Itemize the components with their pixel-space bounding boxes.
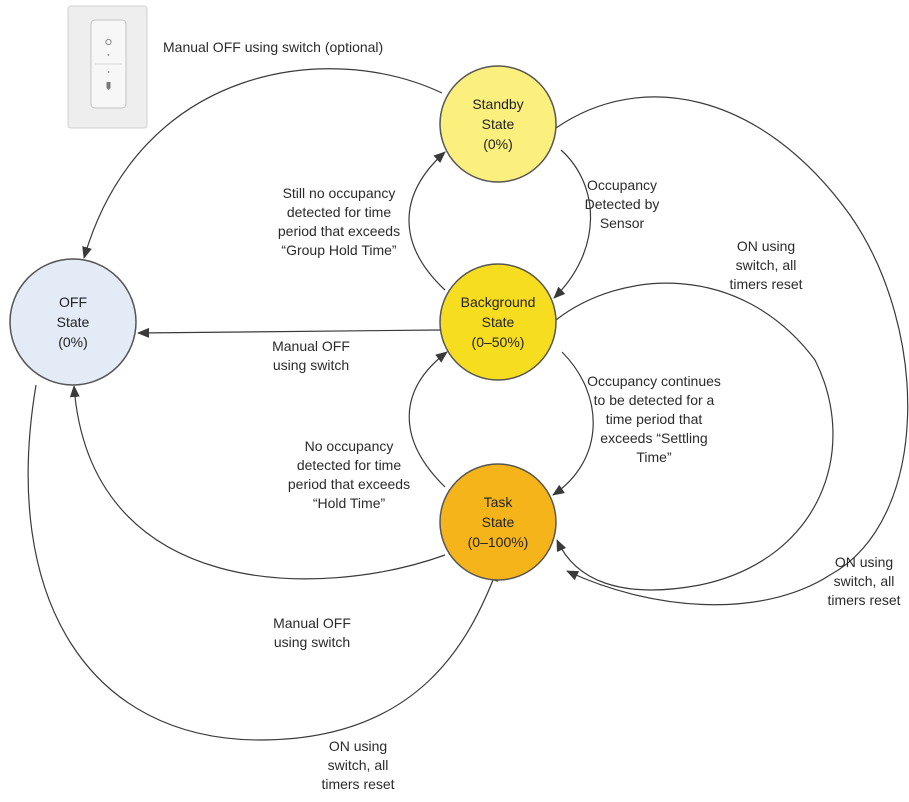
- state-label-background-line: Background: [461, 294, 536, 310]
- state-label-standby-line: Standby: [472, 96, 523, 112]
- state-label-task-line: (0–100%): [468, 534, 529, 550]
- arrow-background-to-standby: [408, 151, 446, 291]
- transition-label-still-no-occupancy-line: detected for time: [287, 204, 391, 220]
- arrow-standby-to-background: [553, 149, 592, 299]
- transition-label-no-occupancy-hold-line: period that exceeds: [288, 476, 410, 492]
- arrow-background-to-off: [137, 327, 441, 338]
- transition-label-on-from-off-line: switch, all: [328, 757, 389, 773]
- transition-label-still-no-occupancy-line: period that exceeds: [278, 223, 400, 239]
- transition-label-on-to-background-line: switch, all: [736, 257, 797, 273]
- state-label-task-line: State: [482, 514, 515, 530]
- state-label-background-line: State: [482, 314, 515, 330]
- transition-label-on-from-standby-line: timers reset: [827, 592, 900, 608]
- transition-label-on-from-off-line: ON using: [329, 738, 387, 754]
- transition-label-occupancy-continues-line: Time”: [636, 449, 672, 465]
- state-label-off: OFF State (0%): [57, 294, 90, 350]
- transition-label-manual-off-task-line: Manual OFF: [273, 615, 351, 631]
- transition-label-manual-off-background: Manual OFF using switch: [272, 338, 350, 373]
- arrow-task-to-background: [408, 351, 448, 488]
- transition-label-on-to-background: ON using switch, all timers reset: [729, 238, 802, 292]
- transition-label-manual-off-background-line: Manual OFF: [272, 338, 350, 354]
- transition-label-manual-off-optional: Manual OFF using switch (optional): [163, 39, 383, 55]
- state-circle-task: [439, 463, 557, 581]
- state-circle-standby: [439, 65, 557, 183]
- transition-label-occupancy-detected-line: Sensor: [600, 215, 645, 231]
- transition-label-occupancy-continues-line: exceeds “Settling: [600, 430, 707, 446]
- arrow-background-to-task: [552, 351, 594, 496]
- transition-label-on-from-standby-line: ON using: [835, 554, 893, 570]
- transition-label-manual-off-background-line: using switch: [273, 357, 349, 373]
- transition-label-occupancy-detected-line: Occupancy: [587, 177, 657, 193]
- transition-label-on-from-off: ON using switch, all timers reset: [321, 738, 394, 792]
- state-circle-off: [9, 258, 137, 386]
- transition-label-occupancy-continues-line: time period that: [606, 411, 703, 427]
- transition-label-occupancy-detected-line: Detected by: [585, 196, 660, 212]
- transition-label-on-from-off-line: timers reset: [321, 776, 394, 792]
- state-label-task-line: Task: [484, 494, 514, 510]
- wall-switch-icon: [67, 5, 148, 129]
- transition-label-manual-off-task-line: using switch: [274, 634, 350, 650]
- arrow-background-on-to-task: [555, 282, 834, 591]
- arrow-standby-on-to-task: [555, 96, 909, 606]
- transition-label-occupancy-continues: Occupancy continues to be detected for a t…: [587, 373, 721, 465]
- transition-label-no-occupancy-hold-line: detected for time: [297, 457, 401, 473]
- state-label-off-line: State: [57, 314, 90, 330]
- transition-label-on-from-standby: ON using switch, all timers reset: [827, 554, 900, 608]
- transition-label-still-no-occupancy: Still no occupancy detected for time perio…: [278, 185, 400, 258]
- transition-label-on-from-standby-line: switch, all: [834, 573, 895, 589]
- transition-label-on-to-background-line: timers reset: [729, 276, 802, 292]
- state-node-off: OFF State (0%): [9, 258, 137, 386]
- state-label-off-line: OFF: [59, 294, 87, 310]
- arrow-off-to-task: [27, 384, 498, 741]
- transition-label-still-no-occupancy-line: Still no occupancy: [283, 185, 396, 201]
- state-label-off-line: (0%): [58, 334, 88, 350]
- state-circle-background: [439, 263, 557, 381]
- transition-label-manual-off-task: Manual OFF using switch: [273, 615, 351, 650]
- state-label-background-line: (0–50%): [472, 334, 525, 350]
- transition-label-on-to-background-line: ON using: [737, 238, 795, 254]
- transition-label-occupancy-continues-line: to be detected for a: [594, 392, 715, 408]
- transition-label-no-occupancy-hold: No occupancy detected for time period that…: [288, 438, 410, 511]
- transition-label-manual-off-optional-line: Manual OFF using switch (optional): [163, 39, 383, 55]
- transition-label-still-no-occupancy-line: “Group Hold Time”: [281, 242, 396, 258]
- transition-label-no-occupancy-hold-line: No occupancy: [305, 438, 394, 454]
- arrow-task-to-off: [69, 385, 446, 580]
- transition-label-no-occupancy-hold-line: “Hold Time”: [313, 495, 386, 511]
- state-label-standby-line: State: [482, 116, 515, 132]
- arrow-standby-to-off: [82, 68, 443, 259]
- state-label-standby-line: (0%): [483, 136, 513, 152]
- transition-label-occupancy-continues-line: Occupancy continues: [587, 373, 721, 389]
